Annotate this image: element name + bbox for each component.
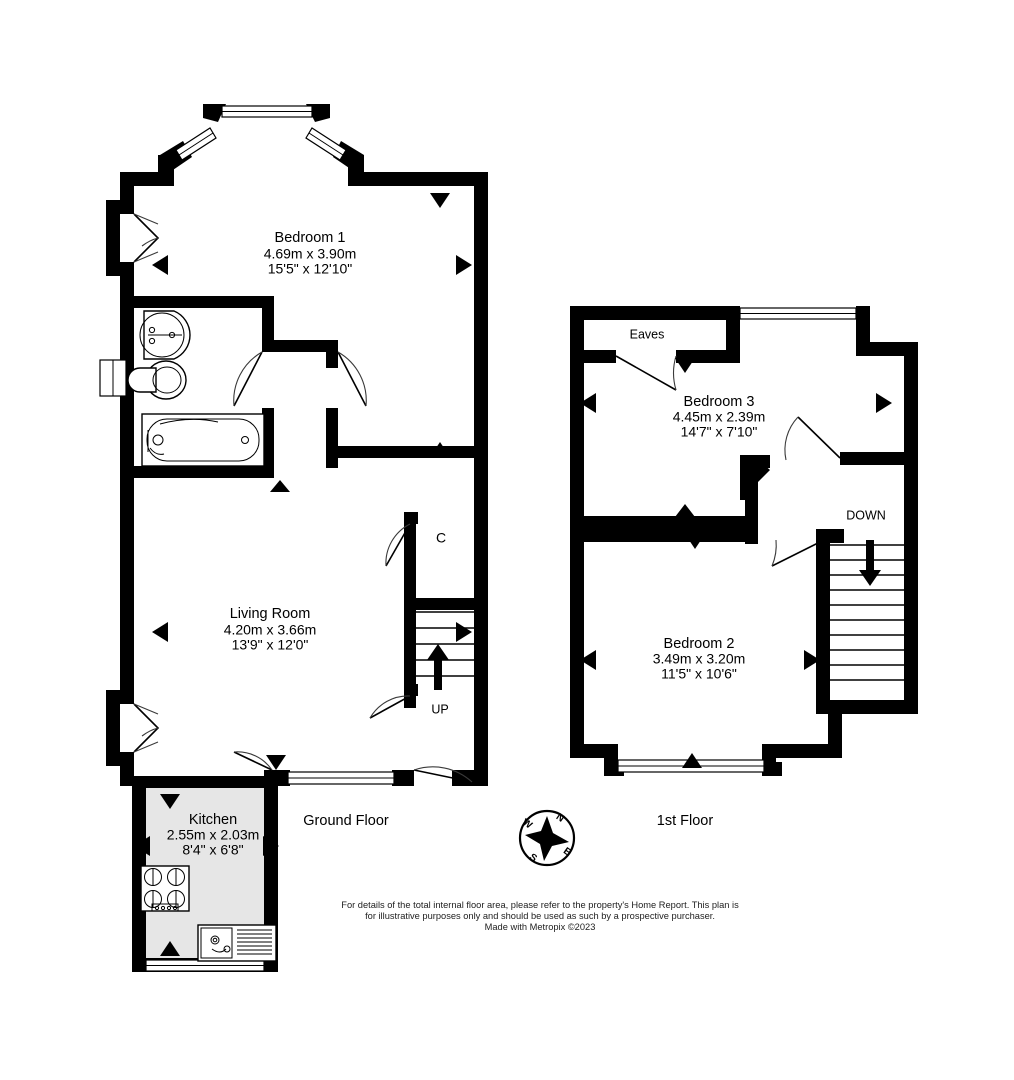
room-dims-imperial-living-room: 13'9" x 12'0" — [232, 637, 309, 653]
room-dims-imperial-bedroom-2: 11'5" x 10'6" — [661, 666, 737, 682]
room-dims-imperial-bedroom-1: 15'5" x 12'10" — [268, 261, 353, 277]
compass-star-icon — [525, 816, 569, 861]
door-bedroom3-leaf — [797, 416, 841, 459]
sink-icon — [197, 924, 277, 962]
door-understairs-leaf — [369, 695, 411, 719]
door-hall-left-swing — [233, 351, 263, 407]
room-dims-metric-living-room: 4.20m x 3.66m — [224, 622, 317, 638]
stairs-up-arrow-icon — [427, 644, 449, 690]
room-dims-imperial-bedroom-3: 14'7" x 7'10" — [681, 424, 758, 440]
arrow-bedroom3-east — [876, 393, 892, 413]
door-bedroom3-swing — [784, 416, 799, 461]
room-dims-metric-bedroom-3: 4.45m x 2.39m — [673, 409, 766, 425]
door-cupboard-swing — [385, 523, 411, 567]
room-label-kitchen: Kitchen — [189, 812, 237, 828]
arrow-living-west — [152, 622, 168, 642]
door-eaves-swing — [672, 355, 677, 391]
kitchen-fixtures — [140, 865, 277, 962]
arrow-kitchen-south — [160, 941, 180, 956]
bathroom-fixtures — [127, 310, 265, 467]
arrow-bedroom3-west — [580, 393, 596, 413]
door-understairs-swing — [369, 695, 411, 719]
ground-floor-doors — [133, 213, 473, 783]
door-living-alcove-swing — [141, 727, 159, 737]
footer-line-1: For details of the total internal floor … — [341, 900, 739, 910]
door-hall-left-leaf — [233, 351, 263, 407]
arrow-bedroom3-south — [675, 504, 695, 517]
arrow-living-southwest — [266, 755, 286, 770]
door-hall-right-leaf — [337, 351, 367, 407]
room-dims-imperial-kitchen: 8'4" x 6'8" — [182, 842, 243, 858]
door-cupboard-leaf — [385, 523, 411, 567]
door-kitchen-leaf — [233, 751, 273, 771]
arrow-bedroom2-north — [685, 534, 705, 549]
door-hall-entry-swing — [413, 766, 473, 783]
room-dims-metric-bedroom-1: 4.69m x 3.90m — [264, 246, 357, 262]
door-eaves-leaf — [615, 355, 677, 391]
first-floor-plan: Eaves Bedroom 3 4.45m x 2.39m 14'7" x 7'… — [570, 306, 918, 829]
arrow-bathroom-south — [270, 480, 290, 492]
bathtub-icon — [141, 413, 265, 467]
arrow-bedroom2-east — [804, 650, 820, 670]
room-label-living-room: Living Room — [230, 606, 311, 622]
ground-floor-windows — [99, 105, 395, 972]
footer-line-3: Made with Metropix ©2023 — [485, 922, 596, 932]
arrow-living-east — [456, 622, 472, 642]
footer-line-2: for illustrative purposes only and shoul… — [365, 911, 715, 921]
door-bedroom1-alcove-swing — [141, 237, 159, 247]
footer-disclaimer: For details of the total internal floor … — [341, 900, 739, 932]
arrow-bedroom1-east — [456, 255, 472, 275]
arrow-kitchen-east — [263, 836, 279, 856]
first-floor-doors — [615, 355, 841, 567]
first-floor-staircase — [830, 540, 904, 681]
ground-floor-view-arrows — [134, 193, 472, 956]
room-dims-metric-kitchen: 2.55m x 2.03m — [167, 827, 260, 843]
arrow-bedroom3-north — [675, 358, 695, 373]
door-bedroom2-leaf — [771, 537, 829, 567]
arrow-hall-south — [430, 442, 450, 457]
eaves-label: Eaves — [630, 327, 665, 341]
door-hall-right-swing — [337, 351, 367, 407]
door-bedroom2-swing — [771, 539, 777, 567]
stairs-down-label: DOWN — [846, 508, 886, 522]
arrow-bedroom1-west — [152, 255, 168, 275]
door-living-alcove-swing2 — [133, 703, 159, 753]
arrow-bedroom1-north — [430, 193, 450, 208]
room-label-bedroom-3: Bedroom 3 — [684, 394, 755, 410]
first-floor-view-arrows — [580, 358, 892, 768]
cupboard-label: C — [436, 530, 446, 546]
arrow-bedroom2-west — [580, 650, 596, 670]
arrow-kitchen-north — [160, 794, 180, 809]
first-floor-walls — [570, 306, 918, 776]
floor-title-first: 1st Floor — [657, 813, 714, 829]
ground-floor-plan: Bedroom 1 4.69m x 3.90m 15'5" x 12'10" L… — [99, 104, 488, 972]
arrow-kitchen-west — [134, 836, 150, 856]
floor-title-ground: Ground Floor — [303, 813, 389, 829]
stairs-down-arrow-icon — [859, 540, 881, 586]
room-dims-metric-bedroom-2: 3.49m x 3.20m — [653, 651, 746, 667]
door-kitchen-swing — [233, 751, 273, 771]
arrow-bedroom2-south — [682, 753, 702, 768]
room-label-bedroom-1: Bedroom 1 — [275, 230, 346, 246]
door-hall-entry-leaf — [413, 769, 473, 783]
stairs-up-label: UP — [431, 702, 448, 716]
door-bedroom1-alcove-swing2 — [133, 213, 159, 263]
room-label-bedroom-2: Bedroom 2 — [664, 636, 735, 652]
compass-ring — [518, 809, 576, 867]
